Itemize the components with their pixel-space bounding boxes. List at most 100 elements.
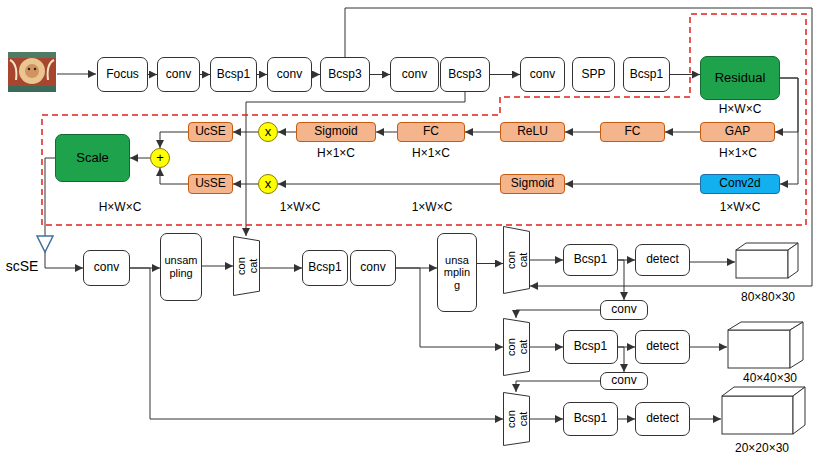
- concat-block: concat: [503, 318, 530, 376]
- connector: [160, 168, 188, 184]
- attention-box: ReLU: [500, 122, 565, 142]
- image-ground: [8, 52, 56, 92]
- node-text: +: [156, 151, 164, 165]
- output-cuboid: [722, 387, 805, 434]
- process-box: Focus: [97, 57, 148, 92]
- process-box: Bcsp1: [563, 244, 618, 276]
- concat-block: concat: [503, 392, 530, 446]
- process-box: Bcsp1: [210, 57, 257, 92]
- node-text: detect: [646, 412, 679, 425]
- concat-block: concat: [233, 236, 260, 296]
- process-box: Bcsp3: [440, 57, 490, 92]
- process-box: conv: [600, 372, 648, 390]
- node-text: SPP: [581, 68, 605, 81]
- operator-circle: x: [258, 174, 278, 194]
- connector: [618, 347, 624, 372]
- attention-box: UsSE: [188, 174, 233, 194]
- node-text: Scale: [76, 151, 109, 165]
- node-text: Bcsp1: [574, 412, 607, 425]
- image-stroke: [48, 60, 54, 80]
- connector: [278, 184, 500, 185]
- connector: [670, 74, 700, 75]
- process-box: Bcsp1: [563, 330, 618, 364]
- node-text: unsampling: [164, 254, 198, 279]
- cuboid-top: [722, 387, 805, 396]
- output-arrow: [690, 262, 735, 263]
- node-text: concat: [505, 250, 529, 270]
- connector: [618, 419, 635, 420]
- attention-box: FC: [600, 122, 665, 142]
- output-arrow: [690, 347, 727, 348]
- output-arrow: [690, 419, 721, 420]
- node-text: ReLU: [517, 125, 548, 138]
- connector: [477, 263, 503, 264]
- node-text: conv: [277, 68, 302, 81]
- connector: [530, 347, 563, 348]
- dimension-label: 80×80×30: [741, 290, 795, 304]
- node-text: Bcsp1: [217, 68, 250, 81]
- node-text: Bcsp3: [448, 68, 481, 81]
- image-halo: [19, 58, 45, 84]
- dimension-label: H×1×C: [719, 146, 757, 160]
- image-stroke: [10, 60, 16, 80]
- cuboid-side: [788, 243, 798, 278]
- node-text: Bcsp1: [574, 340, 607, 353]
- node-text: concat: [235, 256, 259, 276]
- process-box: Bcsp1: [563, 402, 618, 436]
- node-text: x: [265, 125, 272, 139]
- image-band: [8, 52, 56, 58]
- image-eye: [28, 68, 30, 70]
- operator-circle: x: [258, 122, 278, 142]
- attention-box: UcSE: [188, 122, 233, 142]
- node-text: unsampling: [441, 254, 473, 292]
- concat-outline: [234, 237, 260, 296]
- dimension-label: 40×40×30: [743, 371, 797, 385]
- connector: [257, 74, 267, 75]
- node-text: Bcsp3: [328, 68, 361, 81]
- cuboid-side: [790, 322, 803, 368]
- input-thangka-image: [8, 52, 56, 92]
- node-text: conv: [530, 68, 555, 81]
- node-text: x: [265, 177, 272, 191]
- node-text: Focus: [106, 68, 139, 81]
- node-text: FC: [625, 125, 641, 138]
- output-cuboid: [728, 322, 803, 368]
- cuboid-side: [793, 387, 805, 434]
- dimension-label: H×1×C: [317, 146, 355, 160]
- module-box: Residual: [700, 56, 780, 100]
- process-box: Bcsp3: [320, 57, 370, 92]
- dimension-label: 1×W×C: [280, 200, 321, 214]
- image-band: [8, 86, 56, 92]
- node-text: UcSE: [195, 125, 226, 138]
- connector: [160, 132, 188, 148]
- process-box: conv: [83, 250, 130, 286]
- dimension-label: H×W×C: [719, 102, 762, 116]
- node-text: Bcsp1: [308, 261, 341, 274]
- process-box: detect: [635, 244, 690, 276]
- conv-box: Conv2d: [700, 174, 780, 194]
- node-text: conv: [94, 261, 119, 274]
- connector: [530, 260, 563, 261]
- node-text: conv: [611, 303, 636, 316]
- connector: [278, 132, 296, 133]
- process-box: SPP: [572, 57, 615, 92]
- connector: [465, 132, 500, 133]
- scse-region-outline: [42, 14, 806, 225]
- image-eye: [34, 68, 36, 70]
- upsample-box: unsampling: [437, 233, 477, 312]
- output-cuboid: [736, 243, 798, 278]
- node-text: conv: [402, 68, 427, 81]
- node-text: FC: [423, 125, 439, 138]
- connector: [202, 266, 233, 267]
- input-arrow: [57, 74, 96, 75]
- attention-box: Sigmoid: [296, 122, 376, 142]
- dimension-label: 20×20×30: [735, 441, 789, 455]
- process-box: conv: [600, 300, 648, 320]
- connector: [130, 158, 150, 159]
- attention-box: GAP: [700, 122, 775, 142]
- connector: [516, 381, 600, 392]
- concat-outline: [504, 227, 530, 294]
- connector: [665, 132, 700, 133]
- connector: [516, 310, 600, 318]
